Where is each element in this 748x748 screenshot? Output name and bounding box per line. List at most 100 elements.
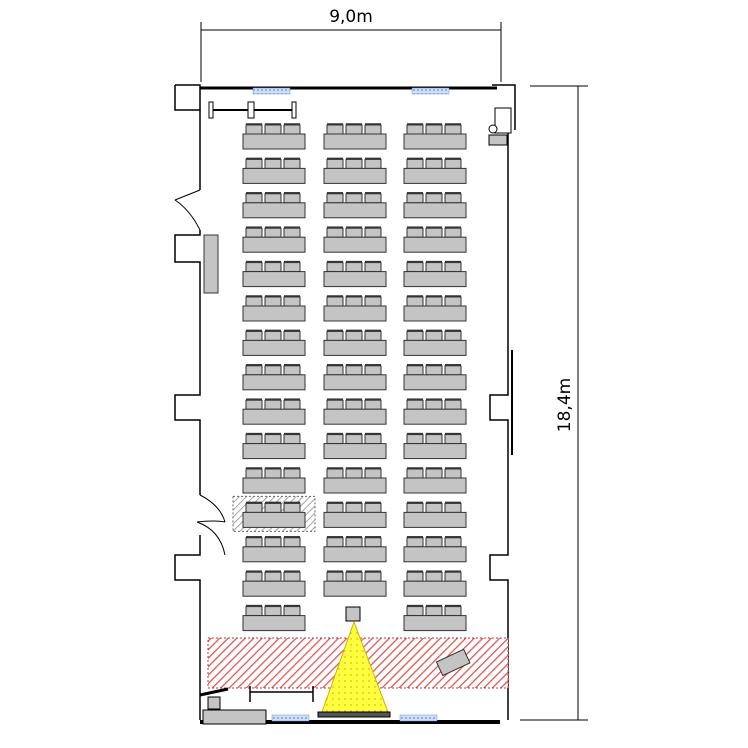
chair (444, 296, 462, 307)
chair (406, 124, 424, 135)
table-left-14 (242, 570, 306, 597)
chair (264, 124, 282, 135)
chair (326, 158, 344, 169)
chair (364, 193, 382, 204)
chair (406, 434, 424, 445)
stage-lectern (435, 648, 471, 677)
table-center-3 (323, 192, 387, 219)
chair (326, 468, 344, 479)
width-label: 9,0m (329, 7, 373, 27)
chair (406, 606, 424, 617)
chair (264, 262, 282, 273)
chair (406, 502, 424, 513)
table (403, 477, 467, 494)
table (323, 443, 387, 460)
chair (345, 330, 363, 341)
table-right-13 (403, 536, 467, 563)
table-center-5 (323, 260, 387, 288)
chair (425, 399, 443, 410)
table-center-14 (323, 570, 387, 597)
chair (345, 502, 363, 513)
width-dimension: 9,0m (200, 7, 502, 82)
rail-top (208, 101, 297, 119)
table (403, 374, 467, 391)
table-right-11 (403, 467, 467, 494)
chair (326, 571, 344, 582)
table (242, 443, 306, 460)
table-center-9 (323, 398, 387, 425)
chair (425, 434, 443, 445)
camera-station (488, 107, 512, 146)
chair (283, 537, 301, 548)
table-center-11 (323, 467, 387, 494)
chair (444, 227, 462, 238)
chair (264, 296, 282, 307)
chair (406, 296, 424, 307)
window-top-left (252, 87, 291, 95)
chair (345, 537, 363, 548)
table (403, 339, 467, 356)
table-center-2 (323, 157, 387, 184)
table (403, 236, 467, 253)
chair (364, 399, 382, 410)
screen (317, 711, 391, 718)
chair (406, 227, 424, 238)
table (403, 271, 467, 288)
chair (245, 296, 263, 307)
table-right-6 (403, 295, 467, 322)
chair (345, 262, 363, 273)
chair (245, 571, 263, 582)
chair (364, 571, 382, 582)
chair (264, 502, 282, 513)
chair (326, 124, 344, 135)
chair (364, 158, 382, 169)
seating-grid (232, 123, 467, 632)
chair (283, 434, 301, 445)
chair (364, 434, 382, 445)
table-left-1 (242, 123, 306, 150)
chair (245, 537, 263, 548)
door-lower (196, 494, 226, 556)
chair (406, 365, 424, 376)
chair (245, 468, 263, 479)
chair (444, 365, 462, 376)
table (242, 167, 306, 184)
table-right-7 (403, 329, 467, 356)
table (323, 511, 387, 528)
table (403, 133, 467, 150)
table (323, 271, 387, 288)
chair (406, 158, 424, 169)
chair (364, 262, 382, 273)
chair (345, 158, 363, 169)
chair (245, 124, 263, 135)
chair (245, 399, 263, 410)
window-bottom-right (399, 714, 438, 722)
chair (326, 262, 344, 273)
table-right-10 (403, 432, 467, 460)
chair (283, 227, 301, 238)
table (323, 408, 387, 425)
chair (283, 124, 301, 135)
window-bottom-left (271, 714, 310, 722)
chair (345, 227, 363, 238)
table-left-8 (242, 364, 306, 391)
chair (425, 502, 443, 513)
table (403, 408, 467, 425)
chair (264, 330, 282, 341)
chair (283, 365, 301, 376)
chair (444, 434, 462, 445)
chair (283, 468, 301, 479)
table-right-1 (403, 123, 467, 150)
table-left-15 (242, 604, 306, 632)
chair (245, 193, 263, 204)
table (403, 305, 467, 322)
chair (364, 502, 382, 513)
chair (283, 158, 301, 169)
chair (345, 571, 363, 582)
table (242, 202, 306, 219)
table-left-12 (232, 495, 316, 532)
table (323, 236, 387, 253)
table (323, 374, 387, 391)
table-center-12 (323, 501, 387, 528)
table-left-5 (242, 260, 306, 288)
